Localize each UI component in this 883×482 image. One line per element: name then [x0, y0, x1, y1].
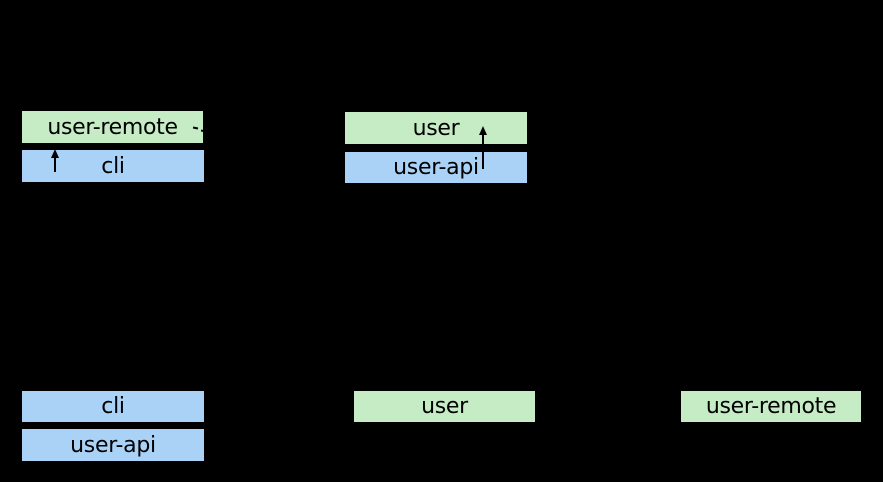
node-user-api-bottom-left: user-api	[21, 428, 205, 462]
node-label: user-remote	[705, 394, 837, 419]
node-cli-top-left: cli	[21, 149, 205, 183]
node-label: user-api	[393, 155, 479, 180]
node-label: user-api	[70, 432, 156, 458]
node-user-remote-bottom-right: user-remote	[680, 390, 862, 423]
node-label: user	[421, 394, 468, 419]
arrow-shaft	[482, 134, 484, 169]
arrow-shaft	[54, 157, 56, 172]
arrowhead-up	[51, 149, 59, 158]
node-label: user	[412, 115, 460, 141]
node-label: cli	[101, 394, 125, 419]
arrowhead-up	[479, 126, 487, 135]
node-user-api-top-middle: user-api	[344, 151, 528, 184]
node-user-remote-top-left: user-remote	[21, 110, 204, 144]
node-user-top-middle: user	[344, 111, 528, 145]
node-cli-bottom-left: cli	[21, 390, 205, 423]
node-label: user-remote	[47, 114, 178, 140]
node-label: cli	[101, 153, 125, 179]
node-user-bottom-middle: user	[353, 390, 536, 423]
